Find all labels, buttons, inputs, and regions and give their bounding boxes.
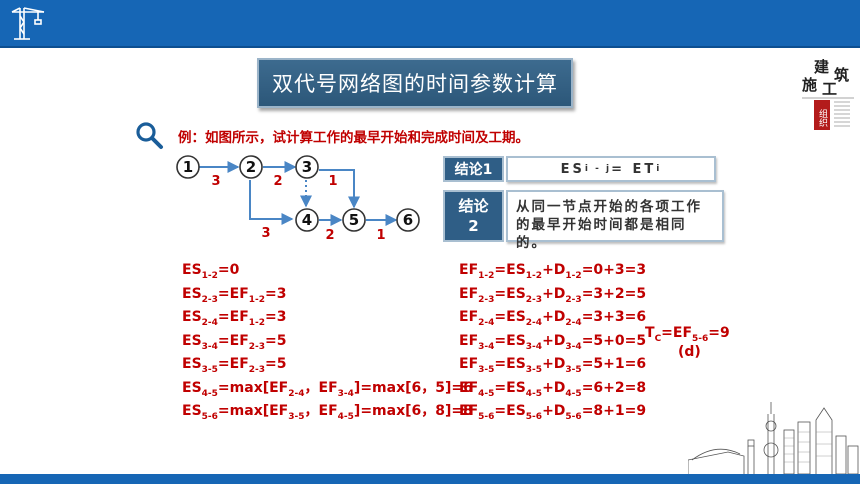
es-row: ES4-5=max[EF2-4，EF3-4]=max[6，5]=6 bbox=[182, 379, 473, 399]
logo-char-3: 施 bbox=[802, 76, 817, 94]
duration-2-4: 3 bbox=[261, 226, 270, 241]
c2-tag-line2: 2 bbox=[468, 217, 479, 235]
footer-bar bbox=[0, 474, 860, 484]
city-skyline-illustration bbox=[688, 402, 859, 474]
node-6-label: 6 bbox=[403, 211, 413, 229]
ef-row: EF4-5=ES4-5+D4-5=6+2=8 bbox=[459, 379, 647, 399]
total-time-unit: (d) bbox=[678, 344, 701, 360]
arrow-2-4 bbox=[249, 180, 294, 225]
arrow-3-5 bbox=[319, 169, 360, 209]
node-3-label: 3 bbox=[302, 158, 312, 176]
node-5 bbox=[342, 208, 366, 232]
es-formulas: ES1-2=0 ES2-3=EF1-2=3 ES2-4=EF1-2=3 ES3-… bbox=[182, 259, 473, 424]
logo-char-4: 工 bbox=[822, 80, 837, 98]
node-4-label: 4 bbox=[302, 211, 312, 229]
duration-4-5: 2 bbox=[325, 228, 334, 243]
node-1 bbox=[176, 155, 200, 179]
ef-row: EF3-5=ES3-5+D3-5=5+1=6 bbox=[459, 356, 647, 375]
ef-row: EF1-2=ES1-2+D1-2=0+3=3 bbox=[459, 262, 647, 281]
conclusion-2-text: 从同一节点开始的各项工作 的最早开始时间都是相同的。 bbox=[506, 190, 724, 251]
c1-eq: = ET bbox=[611, 161, 657, 177]
ef-row: EF3-4=ES3-4+D3-4=5+0=5 bbox=[459, 332, 647, 352]
duration-2-3: 2 bbox=[273, 174, 282, 189]
logo-char-1: 建 bbox=[814, 58, 830, 76]
c1-sub2: i bbox=[656, 164, 662, 174]
ef-row: EF5-6=ES5-6+D5-6=8+1=9 bbox=[459, 403, 647, 422]
ef-row: EF2-4=ES2-4+D2-4=3+3=6 bbox=[459, 309, 647, 328]
es-row: ES3-5=EF2-3=5 bbox=[182, 356, 287, 375]
conclusion-1-tag: 结论1 bbox=[443, 156, 504, 182]
c2-line1: 从同一节点开始的各项工作 bbox=[516, 199, 702, 215]
logo-char-2: 筑 bbox=[833, 66, 849, 84]
page-title: 双代号网络图的时间参数计算 bbox=[257, 58, 573, 108]
node-3 bbox=[295, 155, 319, 179]
node-2 bbox=[239, 155, 263, 179]
node-2-label: 2 bbox=[246, 158, 256, 176]
network-diagram: 1 2 3 4 5 6 3 2 1 3 2 1 bbox=[176, 155, 420, 243]
node-4 bbox=[295, 208, 319, 232]
construction-logo: 建 筑 施 工 组织 bbox=[802, 58, 854, 130]
es-row: ES5-6=max[EF3-5，EF4-5]=max[6，8]=8 bbox=[182, 403, 473, 422]
crane-icon bbox=[11, 7, 45, 40]
total-time-formula: TC=EF5-6=9 bbox=[645, 325, 730, 344]
duration-5-6: 1 bbox=[376, 228, 385, 243]
ef-row: EF2-3=ES2-3+D2-3=3+2=5 bbox=[459, 285, 647, 305]
es-row: ES2-3=EF1-2=3 bbox=[182, 285, 287, 305]
node-5-label: 5 bbox=[349, 211, 359, 229]
es-row: ES1-2=0 bbox=[182, 262, 240, 281]
logo-seal: 组织 bbox=[817, 108, 828, 128]
node-1-label: 1 bbox=[183, 158, 193, 176]
es-row: ES3-4=EF2-3=5 bbox=[182, 332, 287, 352]
c2-line2: 的最早开始时间都是相同的。 bbox=[516, 217, 687, 251]
header-bar bbox=[0, 0, 860, 48]
example-text: 例：如图所示，试计算工作的最早开始和完成时间及工期。 bbox=[178, 130, 529, 146]
c1-es: ES bbox=[560, 161, 585, 177]
c1-sub: i - j bbox=[584, 164, 612, 174]
es-row: ES2-4=EF1-2=3 bbox=[182, 309, 287, 328]
node-6 bbox=[396, 208, 420, 232]
ef-formulas: EF1-2=ES1-2+D1-2=0+3=3 EF2-3=ES2-3+D2-3=… bbox=[459, 259, 646, 424]
duration-1-2: 3 bbox=[211, 174, 220, 189]
search-icon bbox=[136, 122, 163, 149]
duration-3-5: 1 bbox=[328, 174, 337, 189]
c2-tag-line1: 结论 bbox=[458, 197, 489, 215]
conclusion-2-tag: 结论 2 bbox=[443, 190, 504, 242]
